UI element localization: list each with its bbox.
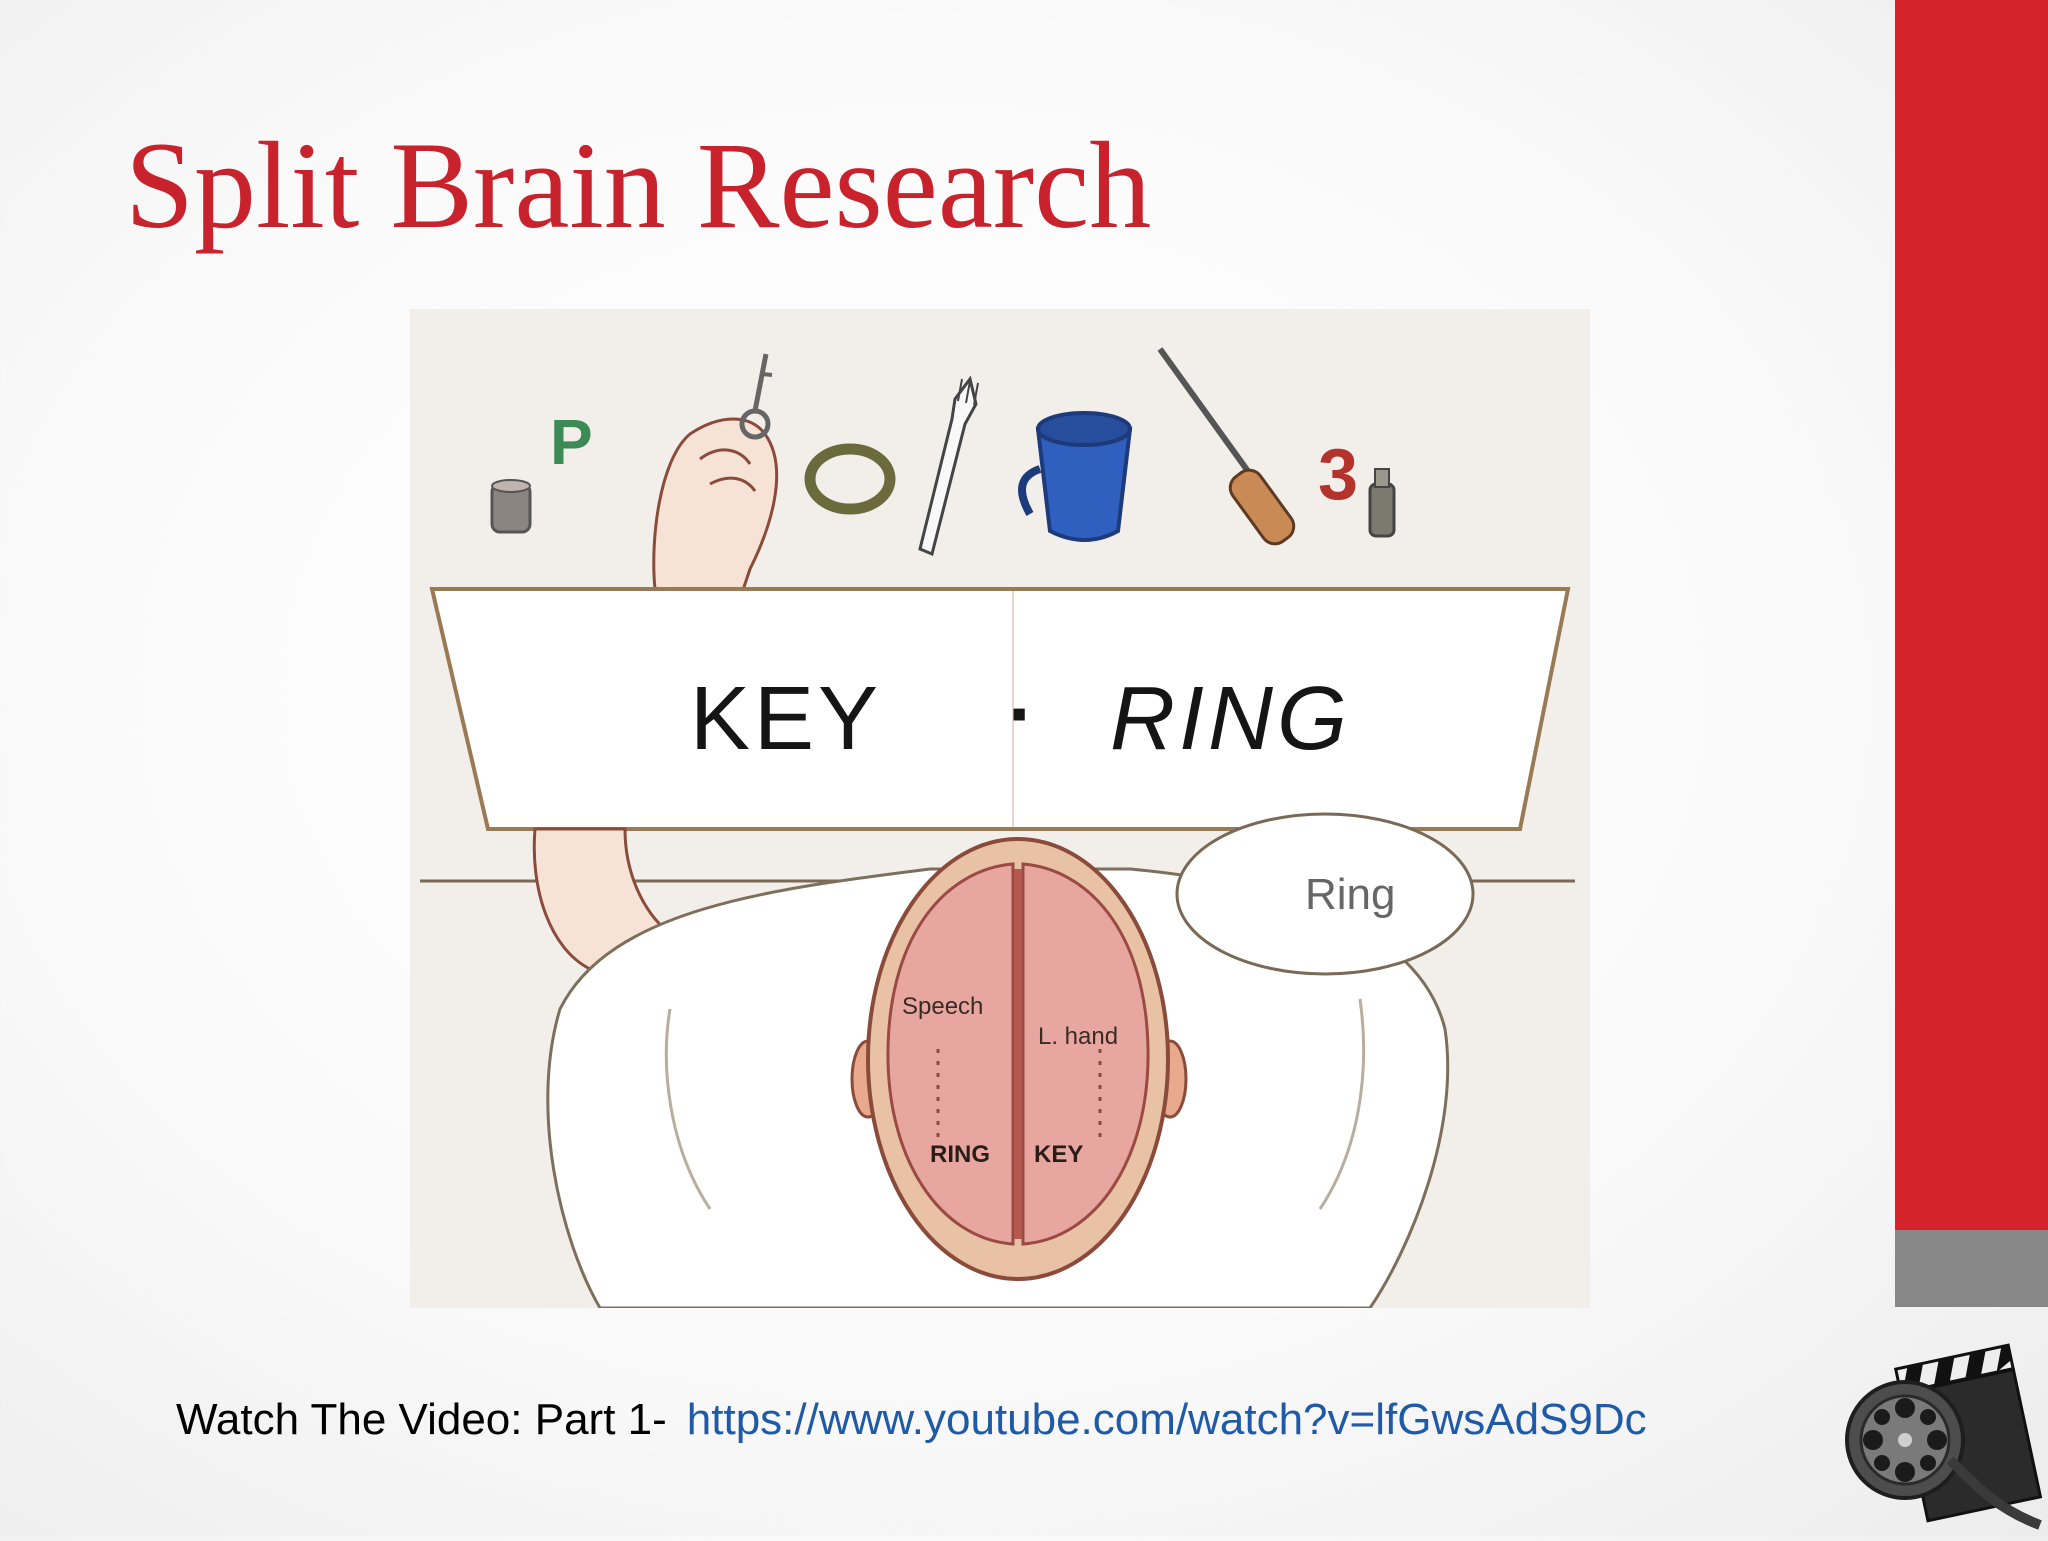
blue-mug-icon [1018,411,1133,542]
small-jar-icon [490,479,532,534]
ring-icon [804,443,896,515]
projection-screen: KEY · RING [429,587,1571,831]
screen-fixation-dot: · [1008,669,1035,758]
slide-title: Split Brain Research [125,117,1152,254]
fork-icon [918,375,979,557]
object-letter-p: P [550,406,593,478]
accent-bar-red [1895,0,2048,1230]
screen-word-left: KEY [690,669,882,769]
small-bottle-icon [1368,468,1396,538]
youtube-link[interactable]: https://www.youtube.com/watch?v=lfGwsAdS… [686,1395,1647,1444]
film-reel-clapper-icon [1830,1310,2048,1536]
brain-label-ring: RING [930,1141,990,1168]
objects-row: P [490,347,1396,601]
accent-bar-gray [1895,1230,2048,1307]
left-hand-icon [652,417,779,601]
person-illustration: Speech L. hand RING KEY [532,827,1450,1308]
brain-label-speech: Speech [902,993,983,1020]
speech-bubble: Ring [1175,812,1475,976]
screwdriver-icon [1157,347,1296,546]
object-number-3: 3 [1318,435,1358,515]
brain-label-key: KEY [1034,1141,1083,1168]
video-caption: Watch The Video: Part 1- https://www.yout… [176,1395,1647,1445]
brain-label-left-hand: L. hand [1038,1023,1118,1050]
screen-word-right: RING [1110,669,1351,769]
video-caption-prefix: Watch The Video: Part 1- [176,1395,667,1444]
split-brain-illustration: P [410,309,1590,1308]
key-icon [739,353,773,440]
speech-bubble-text: Ring [1305,870,1396,919]
